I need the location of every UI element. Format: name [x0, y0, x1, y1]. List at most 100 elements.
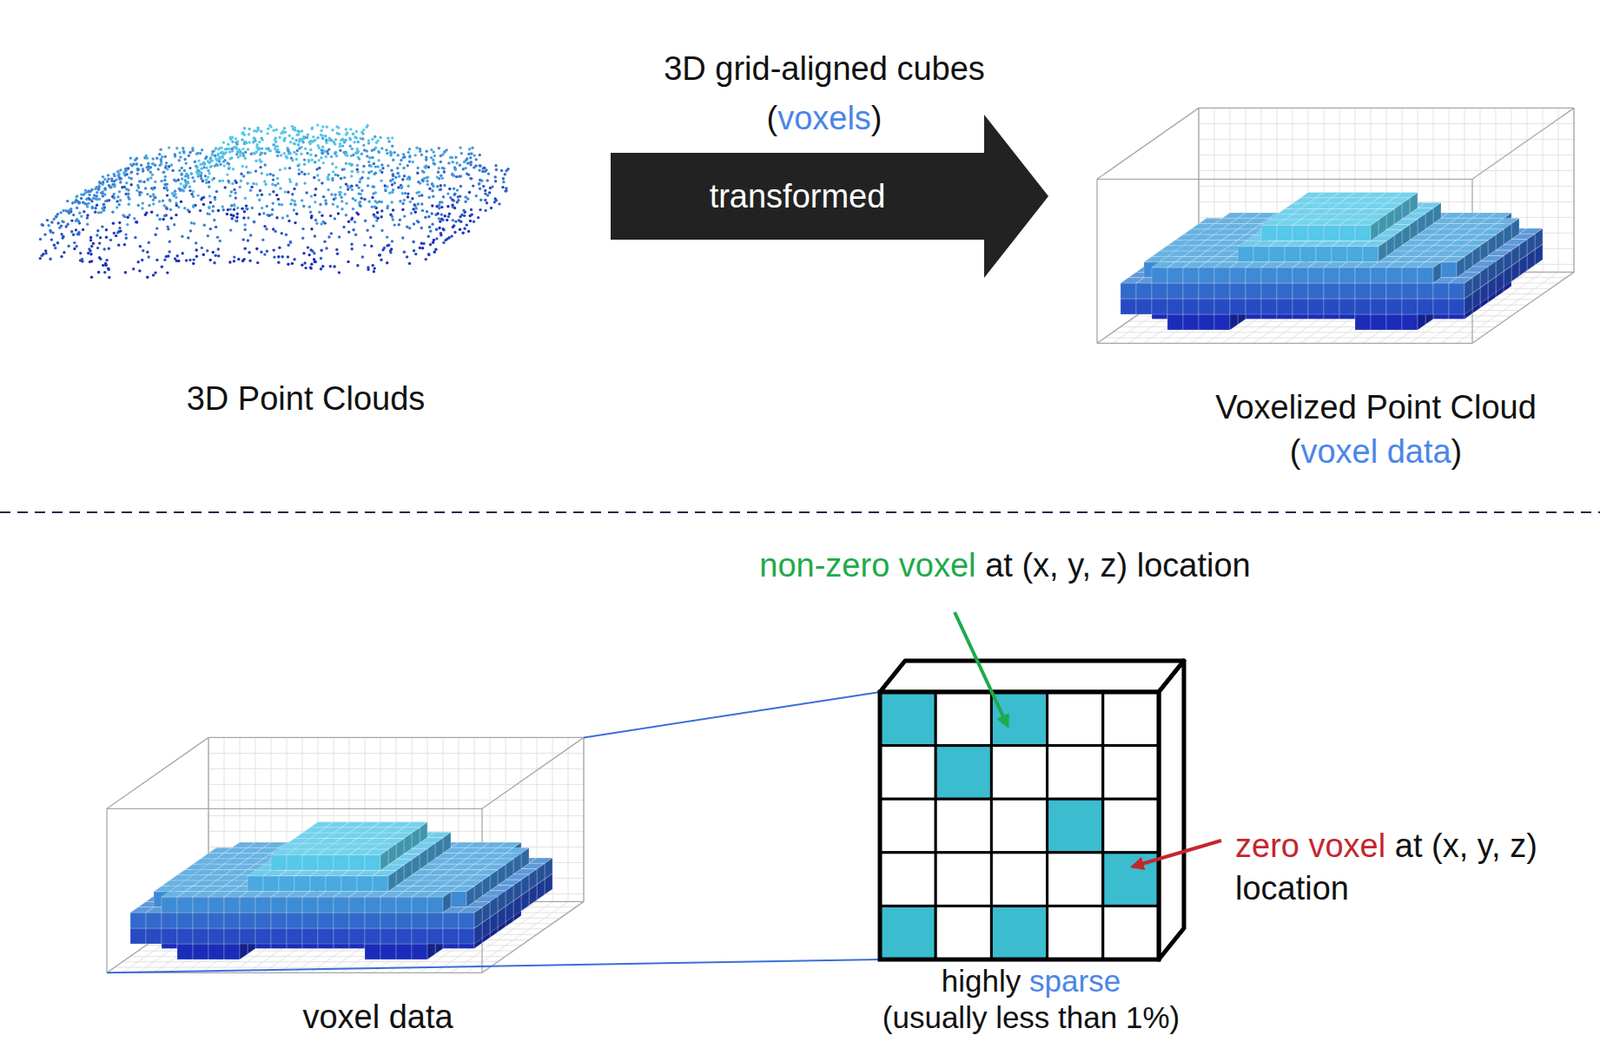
point — [105, 179, 109, 183]
point — [418, 181, 422, 185]
point — [272, 255, 276, 258]
point — [296, 149, 299, 153]
point — [409, 211, 413, 215]
point — [132, 217, 136, 220]
point — [296, 129, 299, 133]
point — [420, 226, 424, 230]
point — [252, 220, 256, 224]
point — [75, 206, 79, 210]
voxel-face — [1362, 240, 1387, 246]
point — [238, 148, 241, 152]
point — [140, 206, 144, 210]
point — [247, 132, 251, 136]
point — [428, 225, 431, 229]
point — [457, 218, 461, 222]
point — [85, 204, 89, 208]
grid-lines — [1097, 107, 1574, 344]
point — [191, 190, 195, 193]
point — [310, 127, 314, 131]
point — [270, 212, 273, 216]
point — [257, 140, 261, 144]
point — [341, 144, 344, 147]
point — [98, 185, 101, 188]
point — [320, 214, 324, 218]
point — [125, 172, 129, 176]
point — [212, 149, 216, 153]
point — [173, 152, 177, 156]
point — [74, 228, 78, 232]
point — [377, 151, 381, 154]
point — [330, 231, 333, 235]
point — [494, 175, 497, 179]
point — [334, 165, 338, 169]
point — [98, 256, 101, 259]
point — [224, 147, 227, 151]
point — [265, 173, 269, 177]
point — [416, 166, 420, 170]
point — [206, 169, 210, 172]
point — [434, 213, 437, 217]
point — [174, 213, 178, 217]
point — [388, 191, 391, 195]
point — [118, 221, 121, 225]
point — [163, 214, 166, 218]
point — [303, 261, 306, 265]
point — [79, 214, 83, 218]
point — [457, 175, 461, 179]
point — [276, 145, 279, 148]
point — [437, 146, 441, 150]
voxel-face — [1519, 228, 1543, 234]
point — [273, 230, 277, 233]
point — [414, 252, 417, 256]
point — [297, 172, 301, 176]
point — [228, 207, 232, 211]
point — [375, 201, 378, 205]
bounding-box-edge — [1198, 107, 1574, 109]
point — [164, 155, 167, 159]
point — [423, 177, 426, 180]
point — [380, 200, 384, 204]
point — [351, 207, 355, 211]
point — [170, 163, 173, 166]
voxel-face — [1347, 246, 1363, 263]
point — [355, 211, 358, 214]
point — [72, 247, 76, 251]
point — [39, 257, 42, 260]
grid-line — [1097, 343, 1473, 344]
point — [142, 180, 146, 184]
point — [56, 241, 60, 245]
point — [117, 244, 120, 247]
point — [231, 167, 235, 171]
point — [391, 172, 395, 176]
point — [207, 171, 211, 175]
point — [195, 248, 199, 252]
point — [105, 236, 108, 239]
point — [221, 204, 225, 208]
point — [310, 266, 313, 270]
point — [303, 172, 306, 176]
point — [265, 213, 269, 217]
point — [244, 157, 247, 160]
bounding-box-edge — [1097, 178, 1473, 180]
point — [133, 158, 137, 162]
point — [390, 215, 394, 219]
point — [429, 230, 432, 233]
point — [477, 182, 481, 186]
point — [103, 247, 106, 251]
point — [197, 158, 200, 162]
point — [386, 136, 390, 139]
voxel-face — [1378, 203, 1402, 209]
point — [441, 152, 444, 156]
voxel-face — [1339, 224, 1356, 241]
point — [191, 149, 194, 153]
point — [202, 161, 205, 165]
point — [235, 152, 239, 156]
point — [174, 201, 178, 205]
point — [272, 248, 276, 252]
point — [227, 166, 231, 170]
point — [138, 179, 141, 183]
point — [289, 240, 292, 244]
point — [46, 218, 49, 222]
point — [93, 187, 97, 191]
point — [225, 161, 229, 165]
